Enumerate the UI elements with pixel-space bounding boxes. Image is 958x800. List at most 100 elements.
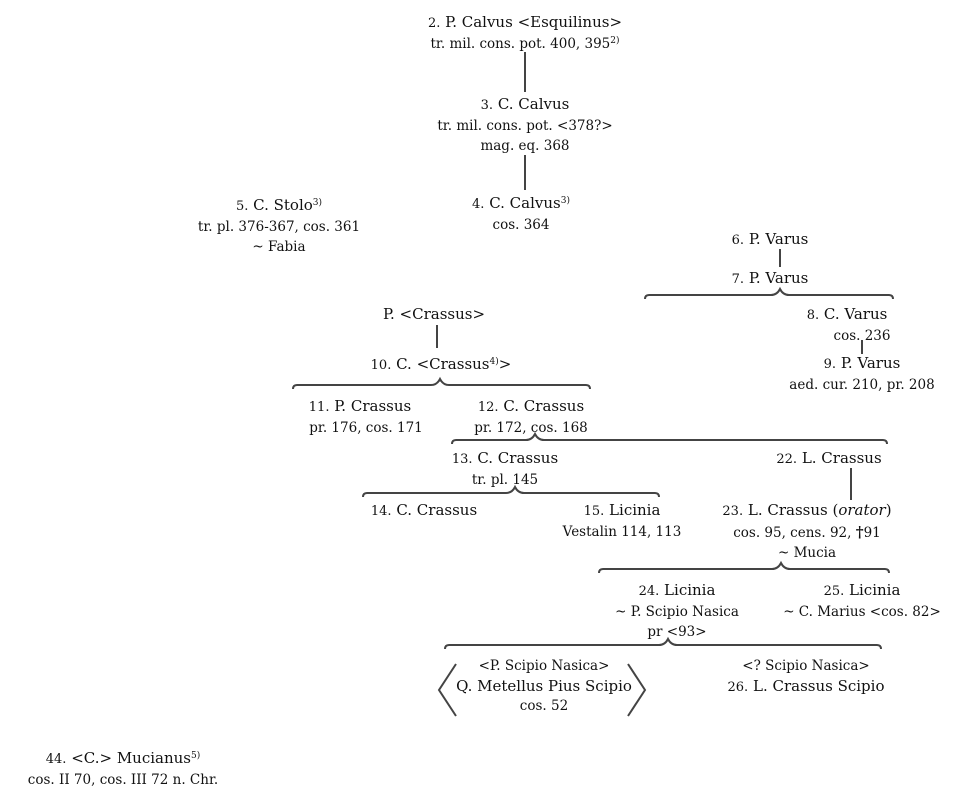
person-name: C. Crassus: [477, 449, 559, 467]
person-name-end: ): [885, 501, 892, 519]
adoption-bracket-right: [627, 663, 647, 717]
person-office: aed. cur. 210, pr. 208: [789, 377, 935, 393]
person-number: 9.: [823, 357, 837, 372]
person-25: 25. Licinia ~ C. Marius <cos. 82>: [783, 580, 941, 622]
person-office: cos. 364: [492, 217, 550, 233]
person-23: 23. L. Crassus (orator) cos. 95, cens. 9…: [722, 500, 891, 563]
person-office: cos. 52: [519, 698, 569, 714]
person-number: 6.: [731, 233, 745, 248]
bracket-10: [292, 376, 591, 390]
person-name: C. Crassus: [503, 397, 585, 415]
person-number: 24.: [638, 584, 660, 599]
death-year: 91: [863, 525, 881, 541]
person-24: 24. Licinia ~ P. Scipio Nasica pr <93>: [615, 580, 739, 642]
dagger-icon: †: [855, 523, 864, 541]
person-office: cos. 236: [833, 328, 891, 344]
person-11: 11. P. Crassus pr. 176, cos. 171: [297, 396, 423, 438]
person-epithet: orator: [838, 501, 886, 519]
bracket-13: [362, 484, 660, 498]
person-number: 22.: [776, 452, 798, 467]
person-number: 44.: [45, 752, 67, 767]
person-6: 6. P. Varus: [732, 229, 809, 251]
person-number: 5.: [235, 199, 249, 214]
person-number: 3.: [480, 98, 494, 113]
person-name: Q. Metellus Pius Scipio: [456, 677, 632, 695]
person-name: Licinia: [664, 581, 716, 599]
person-name: P. Crassus: [334, 397, 412, 415]
birth-name: <P. Scipio Nasica>: [478, 658, 610, 674]
person-number: 15.: [583, 504, 605, 519]
adoption-bracket-left: [437, 663, 457, 717]
person-number: 4.: [472, 197, 485, 212]
person-office: cos. 95, cens. 92,: [733, 525, 856, 541]
person-name: C. Stolo: [253, 196, 313, 214]
person-spouse: ~ C. Marius <cos. 82>: [783, 604, 941, 620]
person-spouse: ~ Fabia: [252, 239, 306, 255]
person-13: 13. C. Crassus tr. pl. 145: [452, 448, 558, 490]
person-9: 9. P. Varus aed. cur. 210, pr. 208: [789, 353, 934, 395]
birth-name: <? Scipio Nasica>: [742, 658, 870, 674]
person-22: 22. L. Crassus: [776, 448, 881, 470]
person-office: tr. pl. 376-367, cos. 361: [197, 219, 361, 235]
person-name: P. Varus: [840, 354, 901, 372]
bracket-24: [444, 636, 882, 650]
person-number: 23.: [722, 504, 744, 519]
person-office: pr. 172, cos. 168: [474, 420, 588, 436]
person-3: 3. C. Calvus tr. mil. cons. pot. <378?> …: [437, 94, 612, 156]
person-number: 2.: [427, 16, 441, 31]
footnote-ref: 3): [312, 198, 323, 208]
person-7: 7. P. Varus: [732, 268, 809, 290]
person-office: tr. mil. cons. pot. 400, 395: [430, 36, 611, 52]
person-name: C. Crassus: [396, 501, 478, 519]
person-name-end: >: [498, 355, 512, 373]
person-spouse: ~ Mucia: [777, 545, 837, 561]
person-name: Licinia: [609, 501, 661, 519]
bracket-7: [644, 286, 894, 300]
footnote-ref: 4): [489, 357, 499, 367]
person-44: 44. <C.> Mucianus5) cos. II 70, cos. III…: [28, 748, 218, 790]
person-name: Licinia: [849, 581, 901, 599]
person-number: 25.: [823, 584, 845, 599]
person-p-crassus: P. <Crassus>: [383, 304, 485, 324]
person-office: pr. 176, cos. 171: [309, 420, 423, 436]
person-number: 14.: [370, 504, 392, 519]
person-name: P. Varus: [748, 269, 809, 287]
person-15: 15. Licinia Vestalin 114, 113: [563, 500, 682, 542]
person-26: <? Scipio Nasica> 26. L. Crassus Scipio: [728, 656, 885, 698]
person-office: Vestalin 114, 113: [562, 524, 682, 540]
person-number: 7.: [731, 272, 745, 287]
person-number: 26.: [727, 680, 749, 695]
bracket-23: [598, 560, 890, 574]
person-name: C. Varus: [823, 305, 888, 323]
person-office: tr. mil. cons. pot. <378?>: [437, 118, 613, 134]
person-4: 4. C. Calvus3) cos. 364: [472, 193, 570, 235]
person-name: P. Calvus <Esquilinus>: [445, 13, 623, 31]
person-name: P. <Crassus>: [382, 305, 486, 323]
person-name: C. <Crassus: [396, 355, 490, 373]
person-name: L. Crassus Scipio: [752, 677, 885, 695]
footnote-ref: 5): [191, 751, 201, 761]
person-spouse: ~ P. Scipio Nasica: [615, 604, 739, 620]
person-name: C. Calvus: [497, 95, 570, 113]
person-name: L. Crassus: [801, 449, 882, 467]
person-q-metellus-pius-scipio: <P. Scipio Nasica> Q. Metellus Pius Scip…: [456, 656, 632, 716]
person-number: 13.: [451, 452, 473, 467]
person-5: 5. C. Stolo3) tr. pl. 376-367, cos. 361 …: [198, 195, 360, 257]
person-number: 10.: [370, 358, 392, 373]
person-name: L. Crassus (: [747, 501, 839, 519]
person-name: <C.> Mucianus: [71, 749, 191, 767]
person-office: cos. II 70, cos. III 72 n. Chr.: [27, 772, 219, 788]
person-2: 2. P. Calvus <Esquilinus> tr. mil. cons.…: [428, 12, 622, 54]
person-8: 8. C. Varus cos. 236: [804, 304, 891, 346]
person-number: 12.: [477, 400, 499, 415]
person-office: pr <93>: [647, 624, 707, 640]
person-12: 12. C. Crassus pr. 172, cos. 168: [474, 396, 588, 438]
person-14: 14. C. Crassus: [371, 500, 477, 522]
person-office-2: mag. eq. 368: [480, 138, 570, 154]
person-10: 10. C. <Crassus4)>: [371, 354, 512, 376]
person-office: tr. pl. 145: [471, 472, 539, 488]
bracket-12: [451, 431, 888, 445]
person-number: 8.: [806, 308, 820, 323]
